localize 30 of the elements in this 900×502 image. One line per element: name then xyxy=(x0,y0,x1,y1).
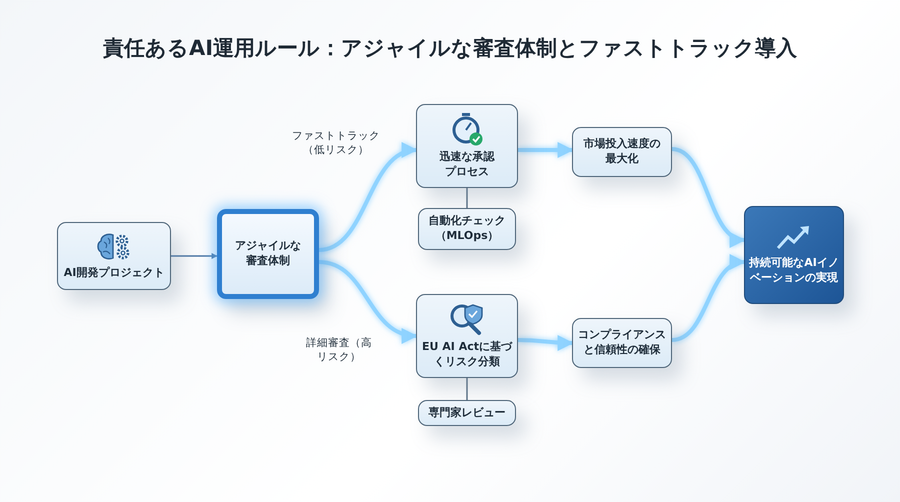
process-box xyxy=(57,222,171,290)
node-label: 市場投入速度の最大化 xyxy=(582,137,662,167)
highlighted-box xyxy=(217,209,319,299)
connector-line xyxy=(466,188,468,208)
process-box xyxy=(418,400,516,426)
node-label: AI開発プロジェクト xyxy=(64,266,164,280)
glowing-arrow xyxy=(672,256,746,342)
glowing-arrow xyxy=(672,147,746,245)
edge-label: 詳細審査（高リスク） xyxy=(306,336,372,364)
node-label: コンプライアンスと信頼性の確保 xyxy=(577,328,667,358)
connector-line xyxy=(466,378,468,400)
edge-label: ファストトラック（低リスク） xyxy=(292,129,380,158)
diagram-title: 責任あるAI運用ルール：アジャイルな審査体制とファストトラック導入 xyxy=(102,35,798,62)
node-label: 自動化チェック（MLOps） xyxy=(428,214,506,244)
process-box xyxy=(416,104,518,188)
process-box xyxy=(572,127,672,177)
node-label: アジャイルな審査体制 xyxy=(234,239,302,269)
glowing-arrow xyxy=(518,334,574,351)
node-label: 持続可能なAIイノベーションの実現 xyxy=(748,256,840,286)
arrow xyxy=(171,253,218,259)
process-box xyxy=(418,208,516,250)
node-label: 迅速な承認プロセス xyxy=(438,150,496,180)
node-label: EU AI Actに基づくリスク分類 xyxy=(420,340,514,370)
glowing-arrow xyxy=(518,142,574,158)
process-box xyxy=(572,318,672,368)
glowing-arrow xyxy=(318,260,418,342)
result-box xyxy=(744,206,844,304)
process-box xyxy=(416,294,518,378)
node-label: 専門家レビュー xyxy=(428,406,506,420)
glowing-arrow xyxy=(318,144,418,252)
